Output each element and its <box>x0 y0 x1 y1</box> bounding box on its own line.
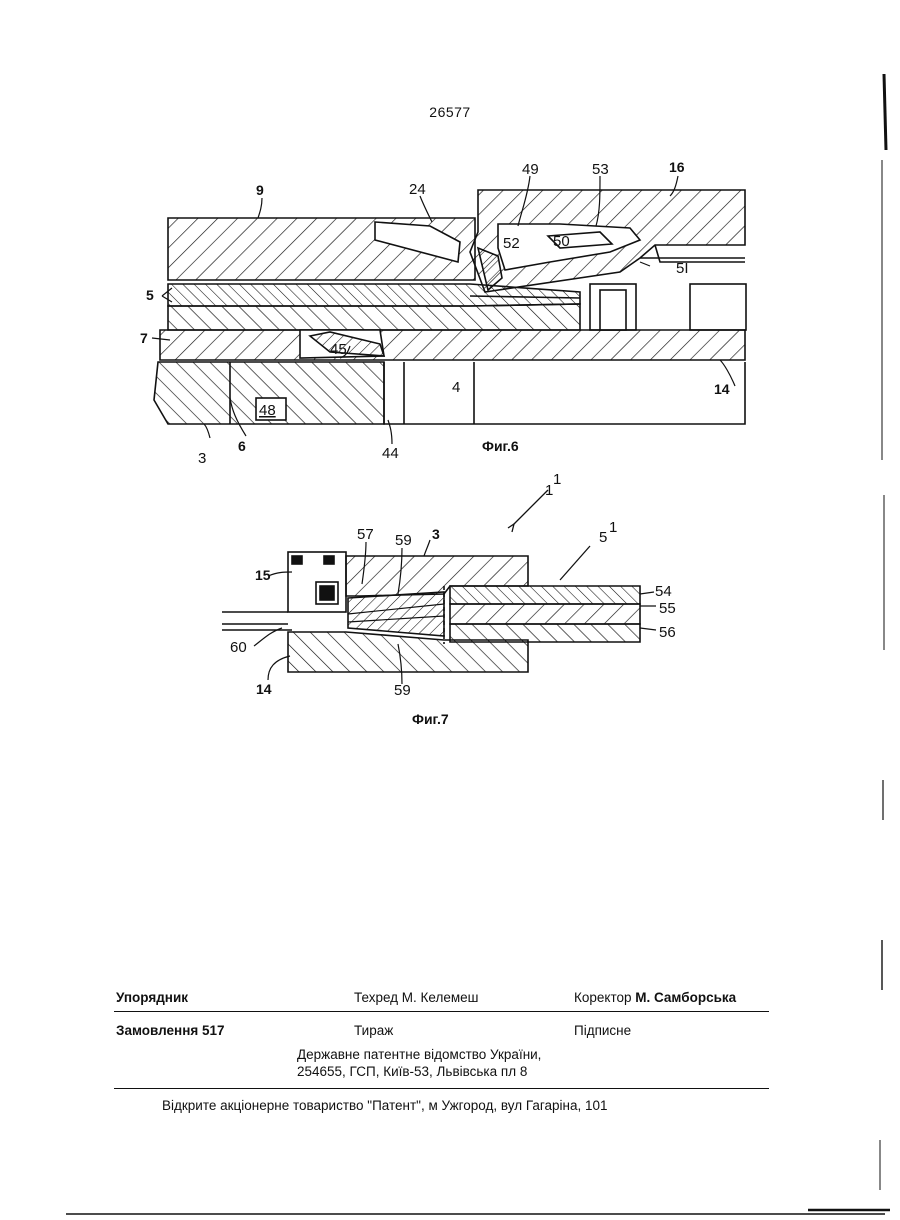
fig6-label-7: 7 <box>140 330 148 346</box>
fig6-label-5: 5 <box>146 287 154 303</box>
fig7-label-15: 15 <box>255 567 271 583</box>
fig6-label-24: 24 <box>409 181 426 198</box>
fig7-label-5: 5 <box>599 529 607 546</box>
fig6-label-52: 52 <box>503 235 520 252</box>
corrector-name: М. Самборська <box>635 990 736 1005</box>
corrector: Коректор М. Самборська <box>574 990 736 1005</box>
printer-line: Відкрите акціонерне товариство "Патент",… <box>162 1098 608 1113</box>
subscription: Підписне <box>574 1023 631 1038</box>
fig6-label-3: 3 <box>198 450 206 467</box>
office-line-1: Державне патентне відомство України, <box>297 1047 541 1062</box>
fig6-label-16: 16 <box>669 159 685 175</box>
fig7-label-59-bottom: 59 <box>394 682 411 699</box>
fig6-label-6: 6 <box>238 438 246 454</box>
fig7-label-57: 57 <box>357 526 374 543</box>
compiler-label: Упорядник <box>116 990 188 1005</box>
office-line-2: 254655, ГСП, Київ-53, Львівська пл 8 <box>297 1064 527 1079</box>
fig7-label-1-prime: 1 <box>553 471 561 488</box>
fig6-label-44: 44 <box>382 445 399 462</box>
fig7-caption: Фиг.7 <box>412 711 449 727</box>
fig7-label-14: 14 <box>256 681 272 697</box>
fig7-label-59-top: 59 <box>395 532 412 549</box>
fig6-label-50: 50 <box>553 233 570 250</box>
figure-7 <box>222 490 656 684</box>
tech-editor: Техред М. Келемеш <box>354 990 478 1005</box>
fig6-label-14: 14 <box>714 381 730 397</box>
order-number: Замовлення 517 <box>116 1023 225 1038</box>
circulation: Тираж <box>354 1023 393 1038</box>
figure-6 <box>152 176 746 444</box>
fig7-label-5-prime: 1 <box>609 519 617 536</box>
fig6-label-48: 48 <box>259 402 276 419</box>
fig6-label-4: 4 <box>452 379 460 396</box>
fig7-label-60: 60 <box>230 639 247 656</box>
fig6-caption: Фиг.6 <box>482 438 519 454</box>
divider-top <box>114 1011 769 1012</box>
fig6-label-45: 45 <box>330 341 347 358</box>
fig7-label-54: 54 <box>655 583 672 600</box>
fig6-label-49: 49 <box>522 161 539 178</box>
divider-bottom <box>114 1088 769 1089</box>
fig6-label-53: 53 <box>592 161 609 178</box>
fig7-label-56: 56 <box>659 624 676 641</box>
fig6-label-9: 9 <box>256 182 264 198</box>
corrector-prefix: Коректор <box>574 990 632 1005</box>
fig7-label-3: 3 <box>432 526 440 542</box>
fig7-label-55: 55 <box>659 600 676 617</box>
fig6-label-5I: 5I <box>676 260 689 277</box>
